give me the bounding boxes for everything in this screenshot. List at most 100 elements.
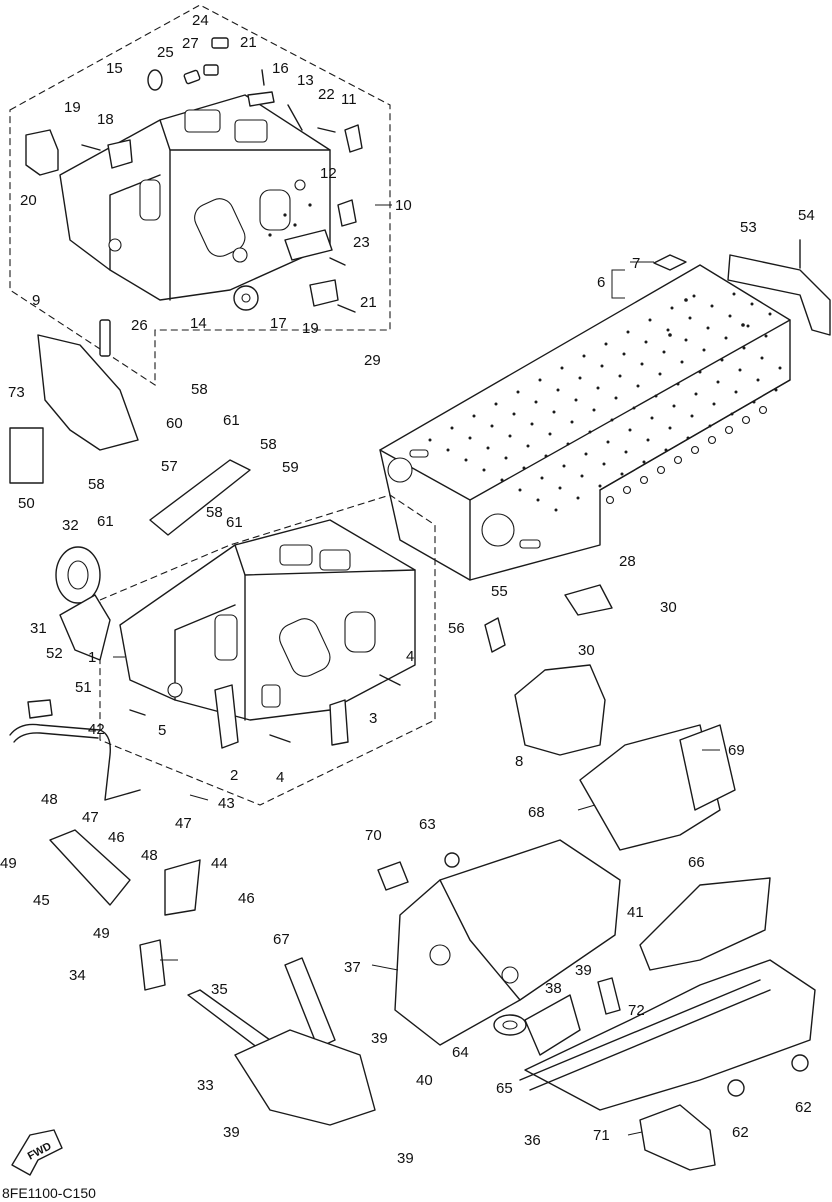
callout-54: 54 [798,207,815,224]
callout-49a: 49 [0,855,17,872]
rivet-dot [650,416,654,420]
callout-14: 14 [190,315,207,332]
rivet-dot [750,302,754,306]
rivet-dot [548,432,552,436]
rivet-dot [716,380,720,384]
callout-23: 23 [353,234,370,251]
rivet-dot [730,412,734,416]
callout-19b: 19 [302,320,319,337]
rivet-dot [578,376,582,380]
rivet-dot [486,446,490,450]
callout-39d: 39 [575,962,592,979]
rivet-dot [534,400,538,404]
rivet-dot [690,414,694,418]
callout-47a: 47 [82,809,99,826]
rivet-dot [570,420,574,424]
callout-69: 69 [728,742,745,759]
callout-34: 34 [69,967,86,984]
vent-hole [690,445,700,455]
rivet-dot [574,398,578,402]
callout-18: 18 [97,111,114,128]
callout-66: 66 [688,854,705,871]
rivet-dot [752,400,756,404]
rivet-dot [482,468,486,472]
rivet-dot [490,424,494,428]
rivet-dot [596,386,600,390]
vent-hole [724,425,734,435]
rivet-dot [584,452,588,456]
rivet-dot [544,454,548,458]
rivet-dot [724,336,728,340]
rivet-dot [708,424,712,428]
main-frame-assembly [55,459,436,806]
callout-16: 16 [272,60,289,77]
rivet-dot [450,426,454,430]
rivet-dot [610,418,614,422]
callout-3: 3 [369,710,377,727]
rivet-dot [734,390,738,394]
rivet-dot [636,384,640,388]
vent-hole [758,405,768,415]
callout-36: 36 [524,1132,541,1149]
callout-22: 22 [318,86,335,103]
rivet-dot [530,422,534,426]
callout-39c: 39 [397,1150,414,1167]
rivet-dot [706,326,710,330]
rivet-dot [746,324,750,328]
rivet-dot [662,350,666,354]
callout-41: 41 [627,904,644,921]
callout-62a: 62 [795,1099,812,1116]
callout-11: 11 [341,91,357,108]
rivet-dot [680,360,684,364]
rivet-dot [738,368,742,372]
callout-35: 35 [211,981,228,998]
callout-61a: 61 [223,412,240,429]
callout-71: 71 [593,1127,610,1144]
rivet-dot [728,314,732,318]
rivet-dot [672,404,676,408]
rivet-dot [618,374,622,378]
rivet-dot [626,330,630,334]
rivet-dot [710,304,714,308]
rivet-dot [494,402,498,406]
vent-hole [639,475,649,485]
rivet-dot [658,372,662,376]
leader-lines [113,204,720,1136]
callout-73: 73 [8,384,25,401]
rivet-dot [614,396,618,400]
callout-24: 24 [192,12,209,29]
rivet-dot [582,354,586,358]
rivet-dot [538,378,542,382]
callout-58d: 58 [206,504,223,521]
callout-58a: 58 [191,381,208,398]
callout-28: 28 [619,553,636,570]
callout-60: 60 [166,415,183,432]
callout-64: 64 [452,1044,469,1061]
rivet-dot [508,434,512,438]
rivet-dot [668,426,672,430]
vent-hole [622,485,632,495]
callout-45: 45 [33,892,50,909]
callout-65: 65 [496,1080,513,1097]
rivet-dot [694,392,698,396]
callout-63: 63 [419,816,436,833]
rivet-dot [562,464,566,468]
rivet-dot [598,484,602,488]
callout-21b: 21 [360,294,377,311]
callout-19a: 19 [64,99,81,116]
tunnel-assembly [379,239,831,581]
callout-20: 20 [20,192,37,209]
callout-46a: 46 [108,829,125,846]
callout-61b: 61 [97,513,114,530]
rivet-dot [464,458,468,462]
rivet-dot [642,460,646,464]
callout-5: 5 [158,722,166,739]
rivet-dot [778,366,782,370]
rivet-dot [720,358,724,362]
callout-46b: 46 [238,890,255,907]
callout-15: 15 [106,60,123,77]
callout-17: 17 [270,315,287,332]
callout-56: 56 [448,620,465,637]
callout-62b: 62 [732,1124,749,1141]
callout-21a: 21 [240,34,257,51]
